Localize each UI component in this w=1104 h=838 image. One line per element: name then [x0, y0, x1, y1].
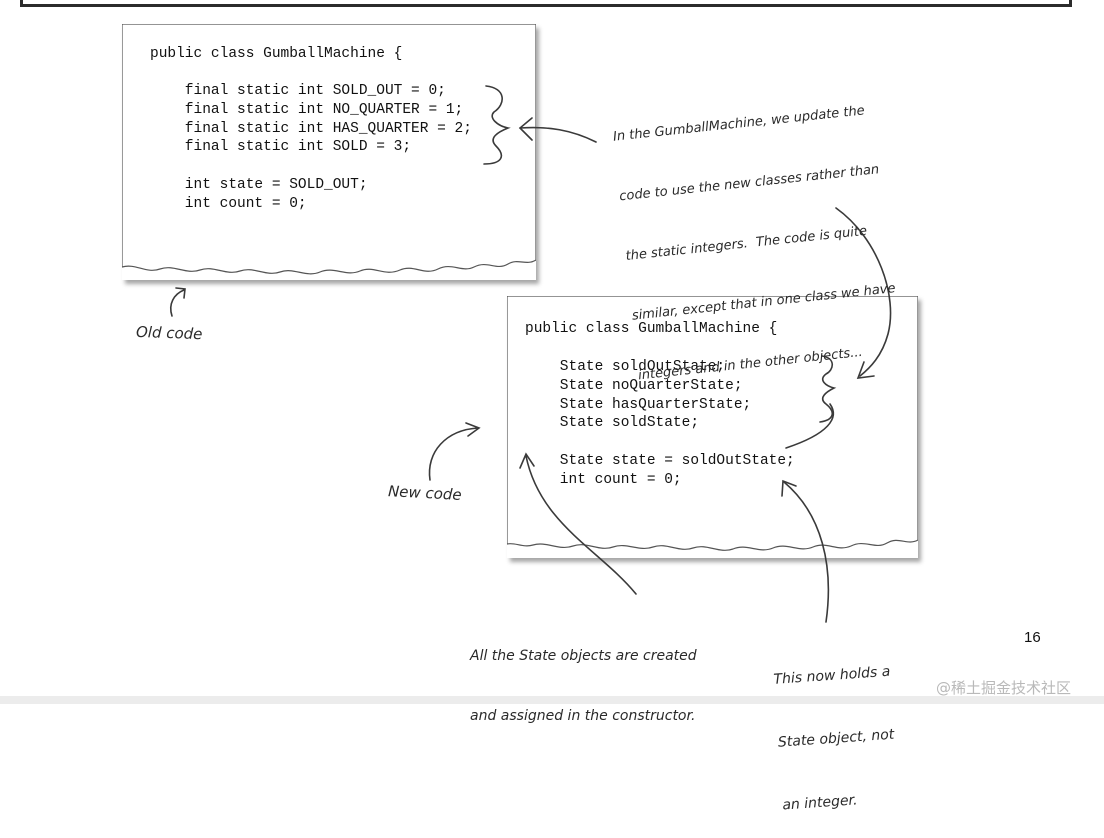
top-note-line: In the GumballMachine, we update the: [612, 103, 866, 145]
bottom-strip: [0, 696, 1104, 704]
old-code-line: int state = SOLD_OUT;: [150, 177, 368, 193]
new-code-label-arrow: [428, 427, 479, 481]
new-code-line: State noQuarterState;: [525, 378, 743, 394]
state-note-line: State object, not: [777, 726, 895, 751]
new-code-paper: public class GumballMachine { State sold…: [507, 296, 918, 558]
page-number: 16: [1024, 629, 1041, 646]
constructor-note-line: and assigned in the constructor.: [470, 708, 696, 724]
new-code-line: State hasQuarterState;: [525, 397, 752, 413]
state-note-line: an integer.: [781, 792, 858, 814]
top-note-line: integers and in the other objects...: [637, 344, 864, 384]
constructor-note-arrow: [525, 455, 637, 595]
old-code-line: final static int SOLD_OUT = 0;: [150, 83, 446, 99]
state-note-arrow: [783, 481, 830, 623]
watermark: @稀土掘金技术社区: [936, 679, 1072, 697]
old-code-brace: [483, 85, 511, 165]
note-to-old-code-arrow: [519, 126, 597, 143]
new-code-paper-shape: [507, 296, 918, 551]
old-code-line: final static int NO_QUARTER = 1;: [150, 102, 464, 118]
old-code-line: int count = 0;: [150, 196, 307, 212]
top-note-line: similar, except that in one class we hav…: [631, 281, 897, 324]
old-code-line: final static int SOLD = 3;: [150, 139, 412, 155]
old-code-label: Old code: [135, 322, 203, 344]
new-code-line: State soldState;: [525, 415, 700, 431]
top-slide-frame: [20, 0, 1072, 7]
old-code-paper: public class GumballMachine { final stat…: [122, 24, 536, 280]
new-code-line: State soldOutState;: [525, 359, 726, 375]
new-code-brace: [819, 355, 837, 423]
top-note-line: the static integers. The code is quite: [624, 223, 868, 265]
new-code-label: New code: [387, 482, 463, 504]
constructor-note: All the State objects are created and as…: [470, 606, 697, 746]
note-to-new-code-arrow: [835, 207, 892, 377]
new-code-line: int count = 0;: [525, 472, 682, 488]
state-note-line: This now holds a: [773, 663, 891, 688]
top-note: In the GumballMachine, we update the cod…: [608, 60, 905, 406]
top-note-line: code to use the new classes rather than: [618, 162, 880, 205]
state-note: This now holds a State object, not an in…: [770, 620, 901, 838]
old-code-line: final static int HAS_QUARTER = 2;: [150, 121, 472, 137]
old-code-label-arrow: [169, 289, 185, 317]
new-code-line: public class GumballMachine {: [525, 321, 778, 337]
new-code-line: State state = soldOutState;: [525, 453, 795, 469]
annotation-arrows: [169, 85, 892, 623]
old-code-paper-shape: [122, 24, 536, 275]
old-code-line: public class GumballMachine {: [150, 46, 403, 62]
constructor-note-line: All the State objects are created: [470, 648, 697, 664]
brace-to-state-connector: [785, 403, 835, 449]
